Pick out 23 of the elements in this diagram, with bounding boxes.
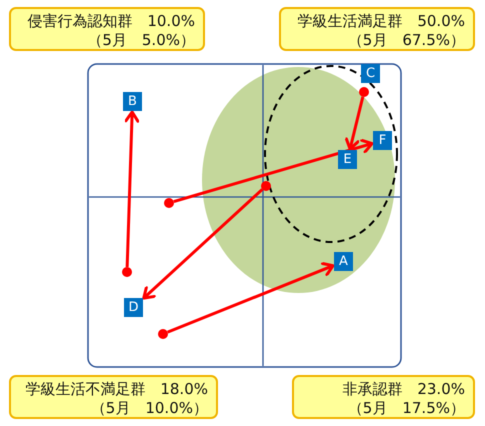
arrow	[167, 262, 335, 334]
percentage-text: （5月 5.0%）	[86, 31, 195, 50]
marker-label: E	[338, 150, 357, 169]
arrow	[142, 188, 264, 300]
percentage-text: 侵害行為認知群 10.0%	[26, 12, 195, 31]
info-box	[292, 375, 475, 419]
arrow	[124, 110, 140, 268]
percentage-text: 非承認群 23.0%	[341, 380, 465, 399]
marker-label: C	[361, 64, 380, 83]
arrow	[173, 138, 374, 204]
percentage-text: 学級生活満足群 50.0%	[296, 12, 465, 31]
arrow	[344, 96, 364, 151]
marker-label: D	[124, 298, 143, 317]
percentage-text: （5月 67.5%）	[346, 31, 465, 50]
percentage-text: 学級生活不満足群 18.0%	[24, 380, 208, 399]
marker-label: B	[123, 92, 142, 111]
info-box	[279, 7, 475, 51]
info-box	[9, 7, 205, 51]
percentage-text: （5月 17.5%）	[346, 399, 465, 418]
marker-label: F	[373, 131, 392, 150]
info-box	[9, 375, 218, 419]
percentage-text: （5月 10.0%）	[90, 399, 208, 418]
marker-label: A	[334, 252, 353, 271]
